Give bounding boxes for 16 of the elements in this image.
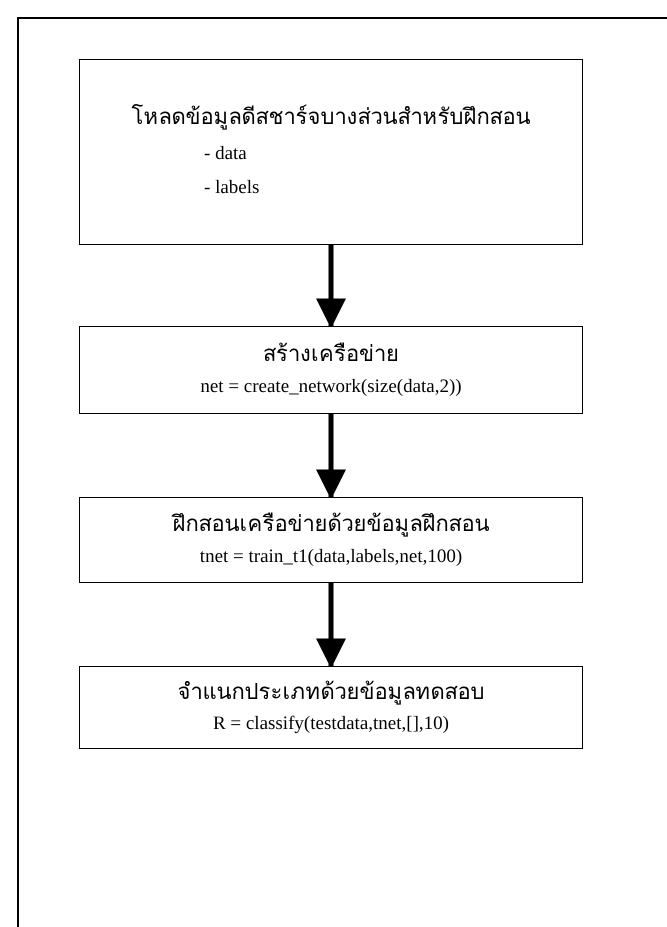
process-box <box>79 497 583 583</box>
arrow <box>316 245 346 328</box>
code-line: net = create_network(size(data,2)) <box>200 374 462 399</box>
arrow <box>316 583 346 668</box>
code-line: tnet = train_t1(data,labels,net,100) <box>200 544 462 569</box>
step-title: ฝึกสอนเครือข่ายด้วยข้อมูลฝึกสอน <box>172 510 490 539</box>
arrow <box>316 414 346 500</box>
process-box <box>79 59 583 245</box>
step-title: โหลดข้อมูลดีสชาร์จบางส่วนสำหรับฝึกสอน <box>132 103 530 132</box>
step-title: สร้างเครือข่าย <box>263 340 399 368</box>
process-box <box>79 326 583 414</box>
list-item: - labels <box>204 176 260 200</box>
list-item: - data <box>204 142 247 166</box>
code-line: R = classify(testdata,tnet,[],10) <box>212 712 449 736</box>
step-title: จำแนกประเภทด้วยข้อมูลทดสอบ <box>178 678 484 706</box>
process-box <box>79 666 583 749</box>
